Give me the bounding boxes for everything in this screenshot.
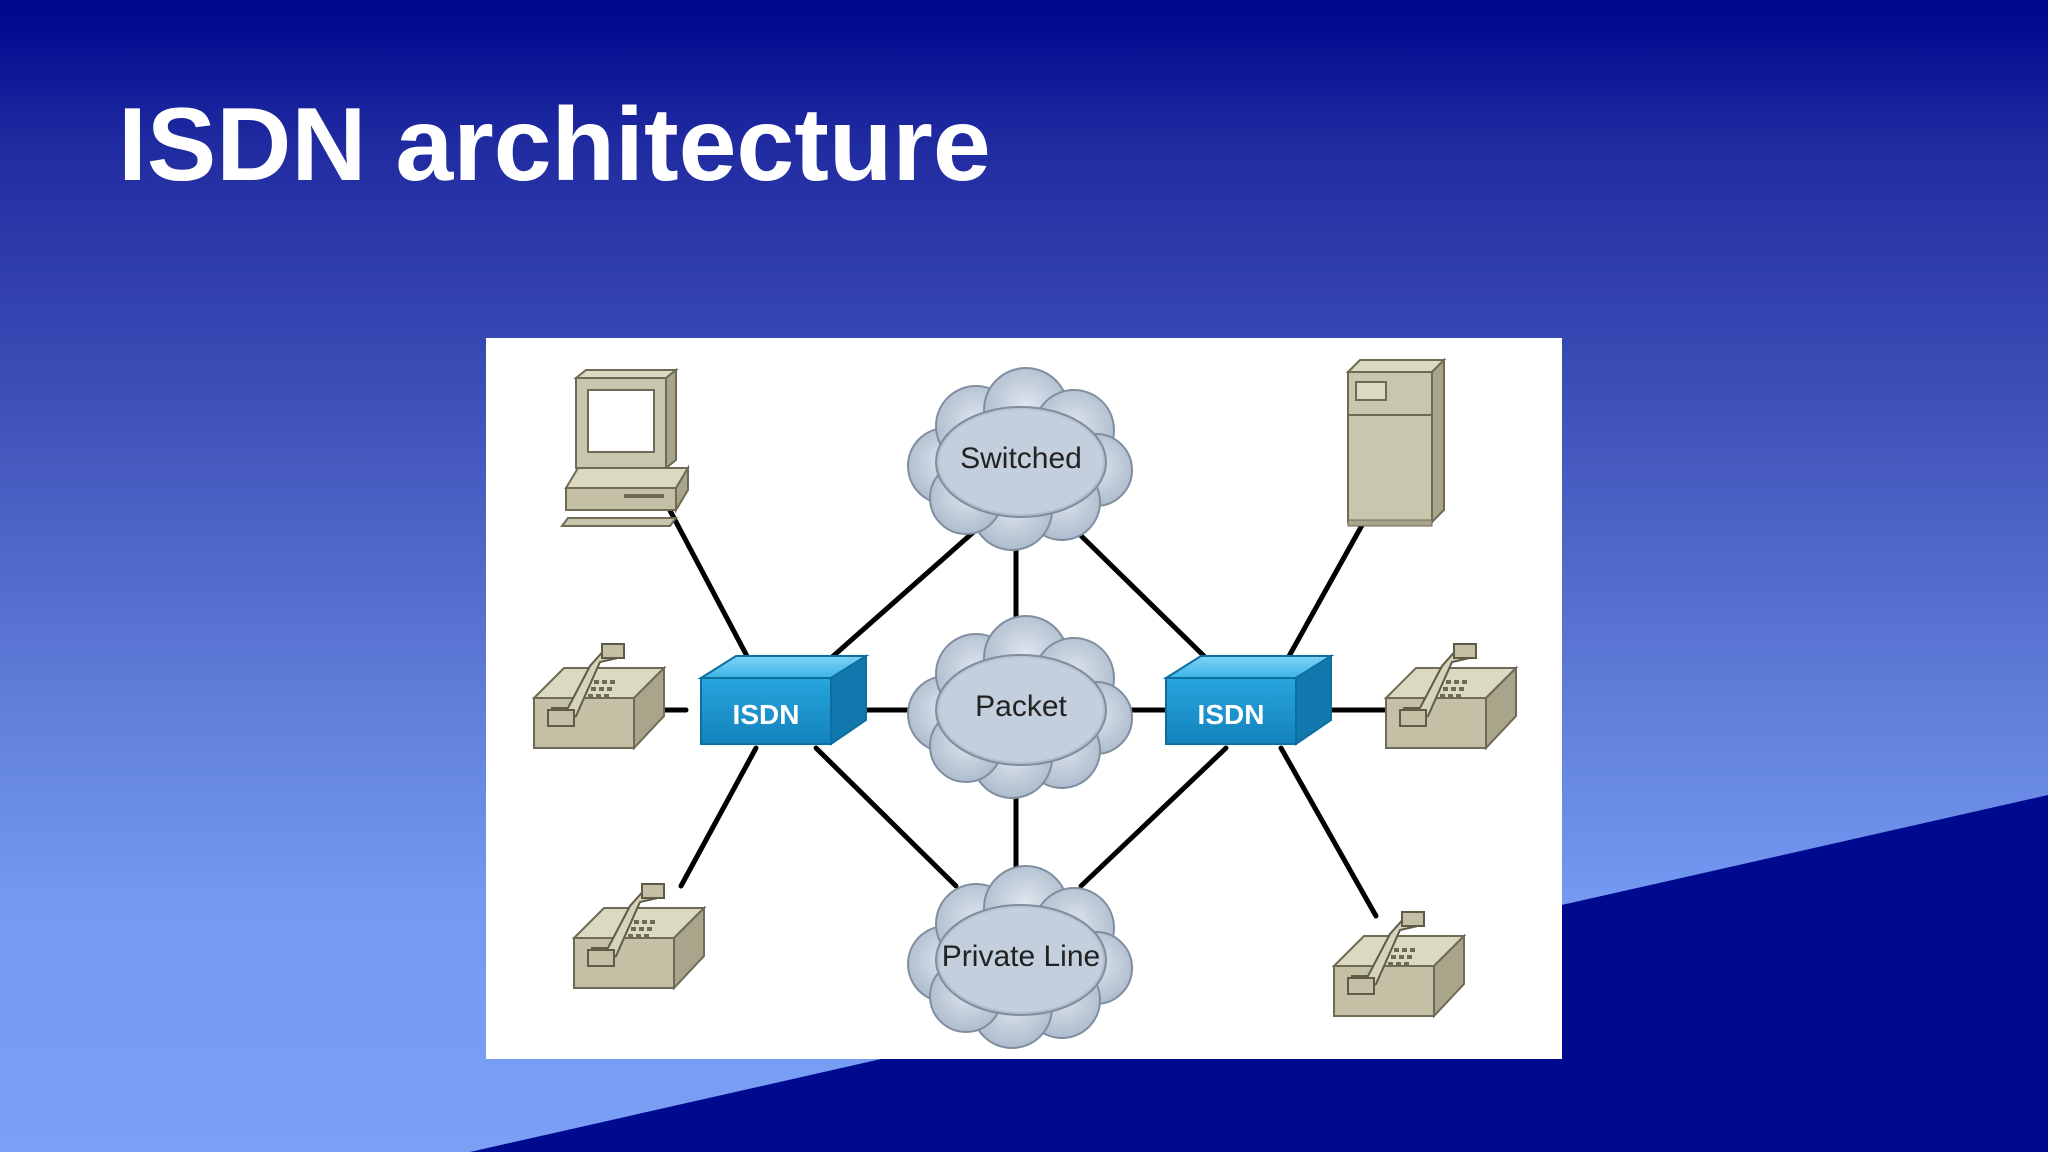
connection-lines: [653, 500, 1414, 919]
telephone-icon: [533, 643, 665, 749]
telephone-icon: [1385, 643, 1517, 749]
slide-title: ISDN architecture: [118, 87, 991, 203]
isdn-diagram: Switched Packet Private Line: [486, 338, 1562, 1059]
switched-label: Switched: [960, 442, 1082, 475]
server-icon: [1345, 357, 1447, 527]
private-line-label: Private Line: [942, 940, 1100, 973]
telephone-icon: [573, 883, 705, 989]
telephone-icon: [1333, 911, 1465, 1017]
packet-label: Packet: [975, 690, 1067, 723]
isdn-right-label: ISDN: [1198, 699, 1265, 730]
switched-network-cloud: Switched: [907, 367, 1133, 551]
isdn-left-label: ISDN: [733, 699, 800, 730]
computer-icon: [560, 367, 690, 527]
isdn-switch-right: ISDN: [1162, 654, 1335, 746]
isdn-switch-left: ISDN: [697, 654, 870, 746]
private-line-cloud: Private Line: [907, 865, 1133, 1049]
packet-network-cloud: Packet: [907, 615, 1133, 799]
